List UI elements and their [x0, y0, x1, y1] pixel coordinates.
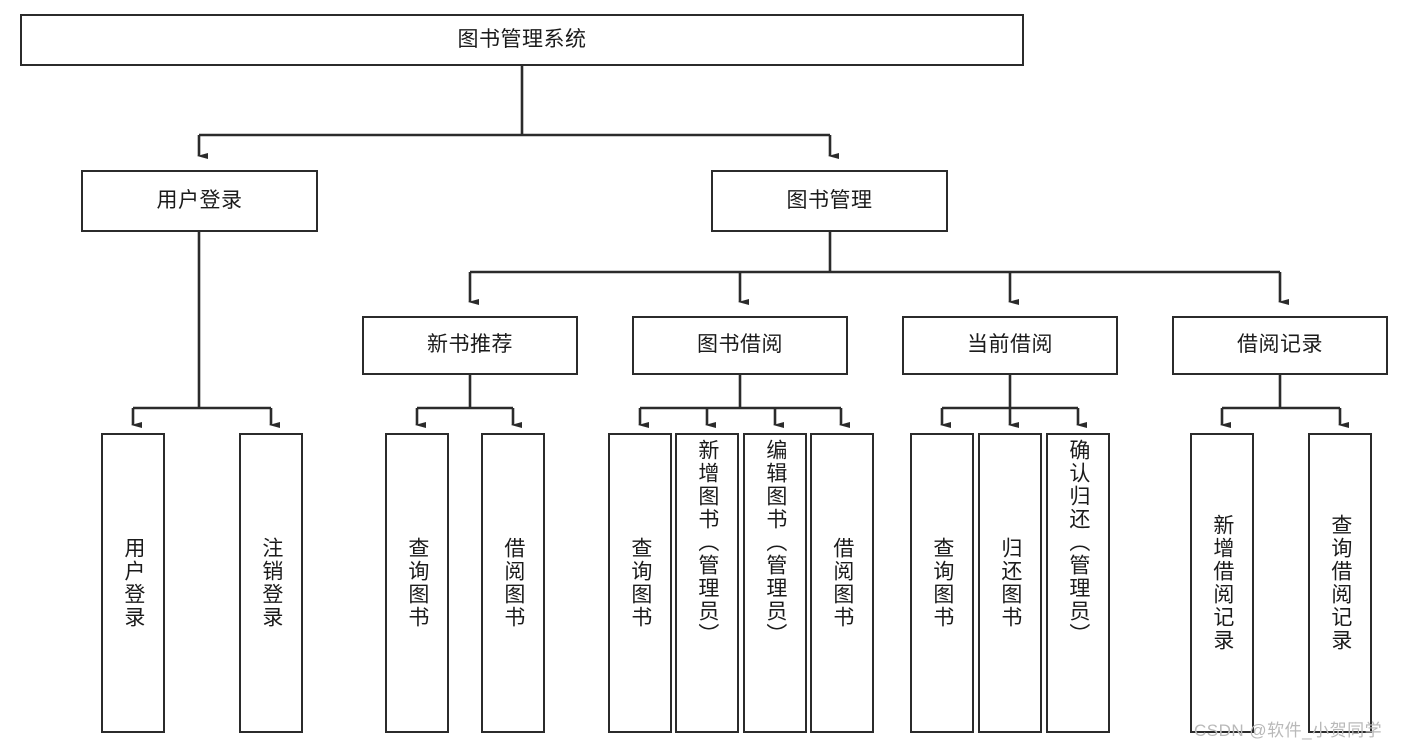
- node-leaf-borrow-book-1[interactable]: 借阅图书: [481, 433, 545, 733]
- node-leaf-return-book-label: 归还图书: [998, 537, 1022, 629]
- node-leaf-borrow-book-2[interactable]: 借阅图书: [810, 433, 874, 733]
- node-leaf-add-record[interactable]: 新增借阅记录: [1190, 433, 1254, 733]
- node-user-login[interactable]: 用户登录: [81, 170, 318, 232]
- node-new-book-recommend[interactable]: 新书推荐: [362, 316, 578, 375]
- node-root[interactable]: 图书管理系统: [20, 14, 1024, 66]
- csdn-watermark: CSDN @软件_小贺同学: [1194, 721, 1383, 740]
- node-leaf-query-book-3[interactable]: 查询图书: [910, 433, 974, 733]
- node-leaf-borrow-book-2-label: 借阅图书: [830, 537, 854, 629]
- node-leaf-add-book[interactable]: 新增图书（管理员）: [675, 433, 739, 733]
- node-borrow-record[interactable]: 借阅记录: [1172, 316, 1388, 375]
- node-leaf-user-logout-label: 注销登录: [259, 537, 283, 629]
- node-leaf-return-book[interactable]: 归还图书: [978, 433, 1042, 733]
- node-leaf-user-login-label: 用户登录: [121, 537, 145, 629]
- node-leaf-query-book-3-label: 查询图书: [930, 537, 954, 629]
- node-root-label: 图书管理系统: [457, 27, 587, 51]
- node-book-borrow-label: 图书借阅: [697, 333, 783, 357]
- node-current-borrow[interactable]: 当前借阅: [902, 316, 1118, 375]
- node-leaf-query-book-2-label: 查询图书: [628, 537, 652, 629]
- node-leaf-user-logout[interactable]: 注销登录: [239, 433, 303, 733]
- node-user-login-label: 用户登录: [156, 188, 243, 212]
- node-borrow-record-label: 借阅记录: [1237, 333, 1323, 357]
- node-leaf-query-book-1[interactable]: 查询图书: [385, 433, 449, 733]
- node-leaf-confirm-return[interactable]: 确认归还（管理员）: [1046, 433, 1110, 733]
- node-book-manage[interactable]: 图书管理: [711, 170, 948, 232]
- node-book-borrow[interactable]: 图书借阅: [632, 316, 848, 375]
- node-leaf-add-record-label: 新增借阅记录: [1210, 514, 1234, 652]
- node-leaf-query-record-label: 查询借阅记录: [1328, 514, 1352, 652]
- node-leaf-query-book-1-label: 查询图书: [405, 537, 429, 629]
- node-leaf-edit-book-label: 编辑图书（管理员）: [763, 439, 787, 646]
- node-leaf-borrow-book-1-label: 借阅图书: [501, 537, 525, 629]
- node-current-borrow-label: 当前借阅: [967, 333, 1053, 357]
- node-leaf-confirm-return-label: 确认归还（管理员）: [1066, 439, 1090, 646]
- node-leaf-add-book-label: 新增图书（管理员）: [695, 439, 719, 646]
- node-leaf-user-login[interactable]: 用户登录: [101, 433, 165, 733]
- node-leaf-edit-book[interactable]: 编辑图书（管理员）: [743, 433, 807, 733]
- node-new-book-recommend-label: 新书推荐: [427, 333, 513, 357]
- node-leaf-query-record[interactable]: 查询借阅记录: [1308, 433, 1372, 733]
- node-book-manage-label: 图书管理: [786, 188, 873, 212]
- node-leaf-query-book-2[interactable]: 查询图书: [608, 433, 672, 733]
